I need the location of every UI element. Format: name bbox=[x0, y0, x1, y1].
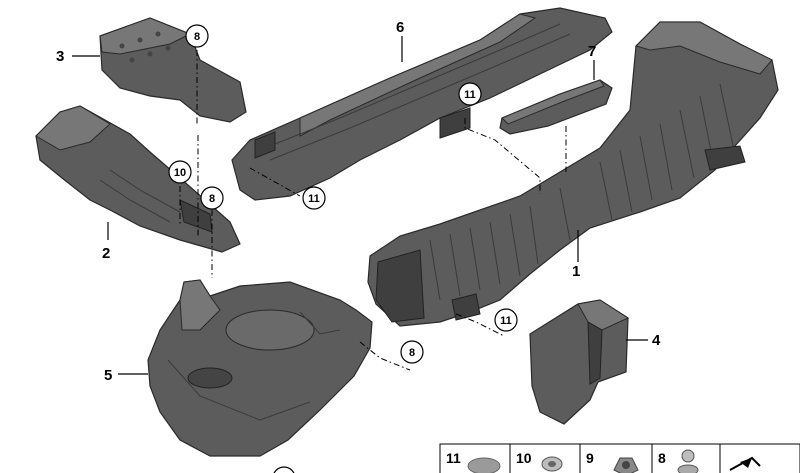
rivet-icon bbox=[681, 449, 695, 463]
svg-text:8: 8 bbox=[209, 193, 215, 205]
circled-callout-8-top: 8 bbox=[185, 24, 209, 48]
part-4-block bbox=[529, 299, 630, 425]
svg-text:8: 8 bbox=[194, 31, 200, 43]
legend-item-11: 11 bbox=[446, 450, 461, 466]
circled-callout-11-top: 11 bbox=[458, 82, 482, 106]
callout-4: 4 bbox=[652, 332, 661, 349]
callout-7: 7 bbox=[588, 43, 596, 60]
circled-callout-8-mid: 8 bbox=[200, 186, 224, 210]
legend-strip: 11 10 9 8 bbox=[439, 443, 800, 473]
callout-1: 1 bbox=[572, 263, 580, 280]
leader-lines bbox=[72, 36, 648, 375]
assembly-lines bbox=[179, 50, 567, 371]
circled-callout-10: 10 bbox=[168, 160, 192, 184]
part-3-bracket bbox=[99, 17, 247, 123]
part-6-cover bbox=[231, 7, 613, 201]
svg-text:11: 11 bbox=[308, 193, 320, 205]
legend-item-9: 9 bbox=[586, 450, 594, 466]
part-7-lid bbox=[499, 79, 613, 135]
circled-callout-11-left: 11 bbox=[302, 186, 326, 210]
legend-item-10: 10 bbox=[516, 450, 532, 466]
circled-callout-partial bbox=[273, 466, 295, 473]
callout-2: 2 bbox=[102, 245, 110, 262]
circled-callout-8-bottom: 8 bbox=[400, 340, 424, 364]
callout-3: 3 bbox=[56, 48, 64, 65]
svg-text:11: 11 bbox=[464, 89, 476, 101]
part-1-tray bbox=[367, 21, 779, 327]
callout-6: 6 bbox=[396, 19, 404, 36]
callout-5: 5 bbox=[104, 367, 112, 384]
svg-text:11: 11 bbox=[500, 315, 512, 327]
legend-item-8: 8 bbox=[658, 450, 666, 466]
plug-icon bbox=[467, 457, 501, 473]
circled-callout-11-right: 11 bbox=[494, 308, 518, 332]
part-2-channel bbox=[35, 105, 241, 253]
svg-text:8: 8 bbox=[409, 347, 415, 359]
svg-text:10: 10 bbox=[174, 167, 186, 179]
part-5-tub bbox=[147, 279, 373, 457]
